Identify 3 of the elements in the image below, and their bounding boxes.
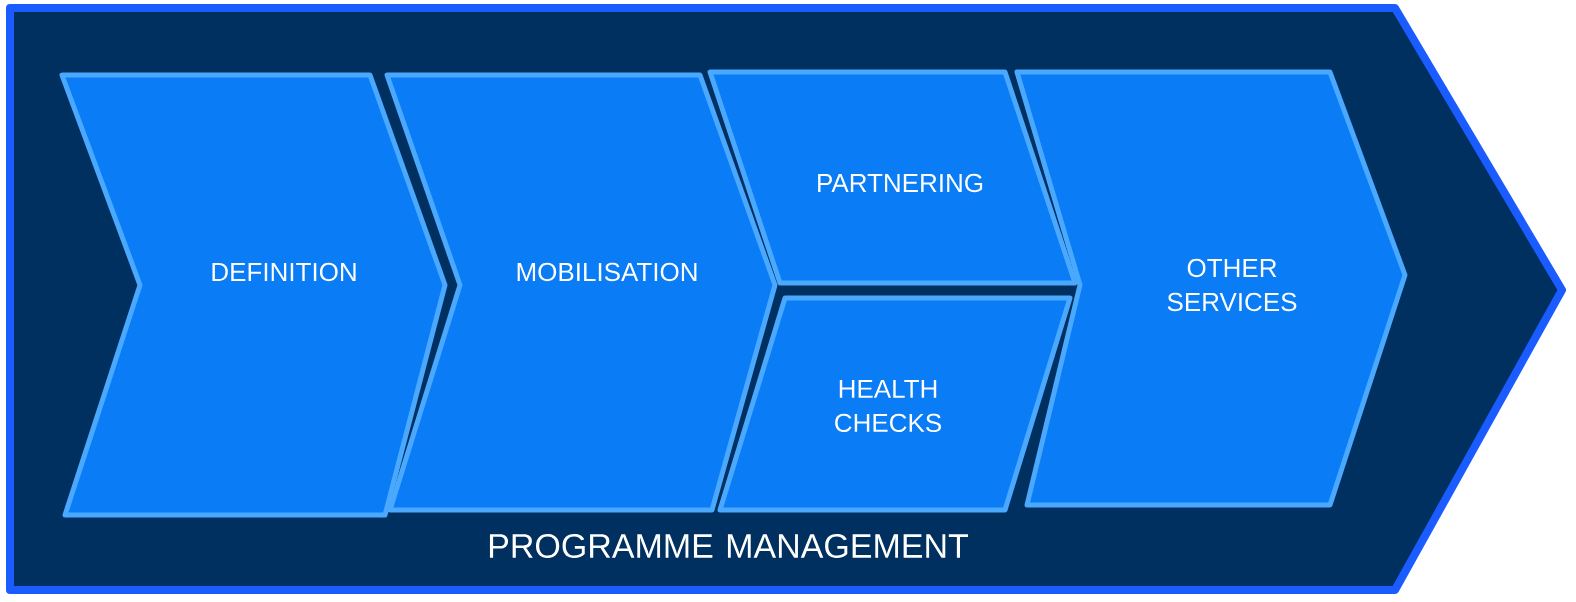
process-step: DEFINITION	[59, 72, 448, 518]
process-step: PARTNERING	[707, 69, 1078, 286]
process-step: HEALTH CHECKS	[717, 295, 1073, 513]
